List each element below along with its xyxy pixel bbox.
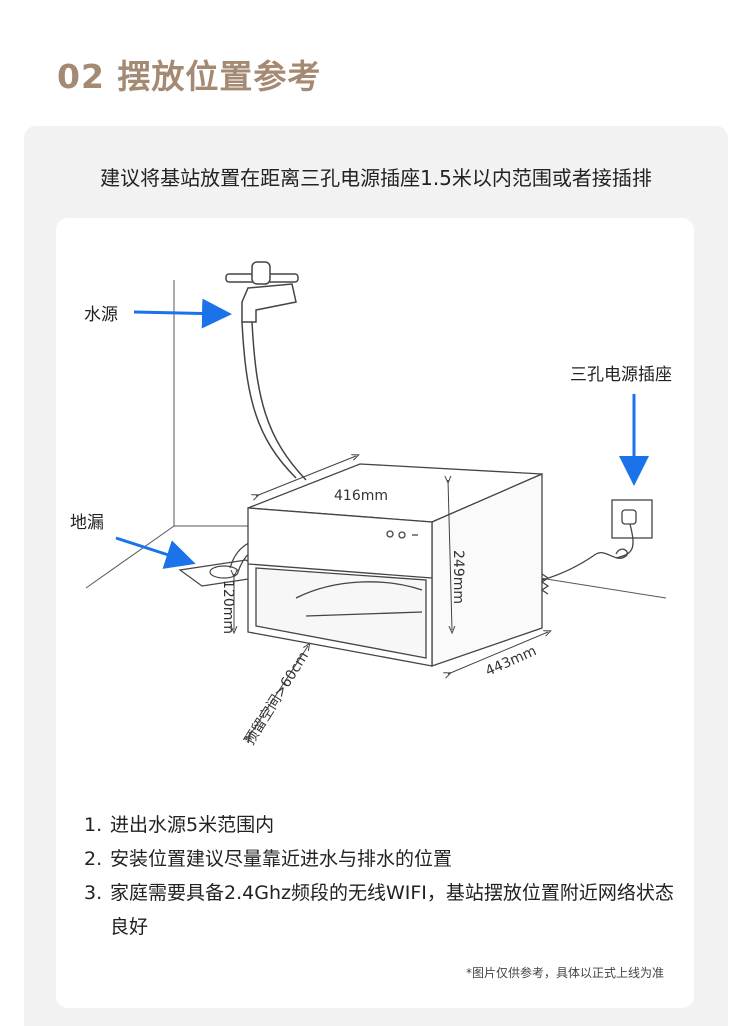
clearance-height-dimension: 120mm [220,580,236,634]
placement-panel: 建议将基站放置在距离三孔电源插座1.5米以内范围或者接插排 [24,126,728,1026]
height-dimension: 249mm [450,550,466,604]
floor-drain-label: 地漏 [70,513,104,533]
power-socket-label: 三孔电源插座 [570,365,672,385]
faucet-icon [225,261,307,481]
placement-diagram: 416mm 249mm 120mm 443mm 预留空间>60cm 水源 地漏 … [70,261,672,748]
width-dimension: 416mm [334,488,388,504]
notes-list: 1. 进出水源5米范围内 2. 安装位置建议尽量靠近进水与排水的位置 3. 家庭… [84,808,684,944]
floor-drain-arrow [115,536,196,569]
list-item: 1. 进出水源5米范围内 [84,814,275,836]
page-title: 02 摆放位置参考 [57,57,322,96]
base-station-icon [247,463,550,667]
placement-subtitle: 建议将基站放置在距离三孔电源插座1.5米以内范围或者接插排 [100,166,652,190]
list-item: 3. 家庭需要具备2.4Ghz频段的无线WIFI，基站摆放位置附近网络状态良好 [84,882,674,938]
list-item: 2. 安装位置建议尽量靠近进水与排水的位置 [84,848,453,870]
water-source-arrow [133,298,232,329]
depth-dimension: 443mm [483,643,539,680]
diagram-card: 416mm 249mm 120mm 443mm 预留空间>60cm 水源 地漏 … [56,218,694,1008]
power-socket-icon [541,499,653,581]
wall-floor-lines [85,280,667,599]
reserved-space-dimension: 预留空间>60cm [242,649,312,748]
footnote: *图片仅供参考，具体以正式上线为准 [465,966,664,980]
dimension-lines [234,456,548,738]
water-source-label: 水源 [84,305,118,325]
